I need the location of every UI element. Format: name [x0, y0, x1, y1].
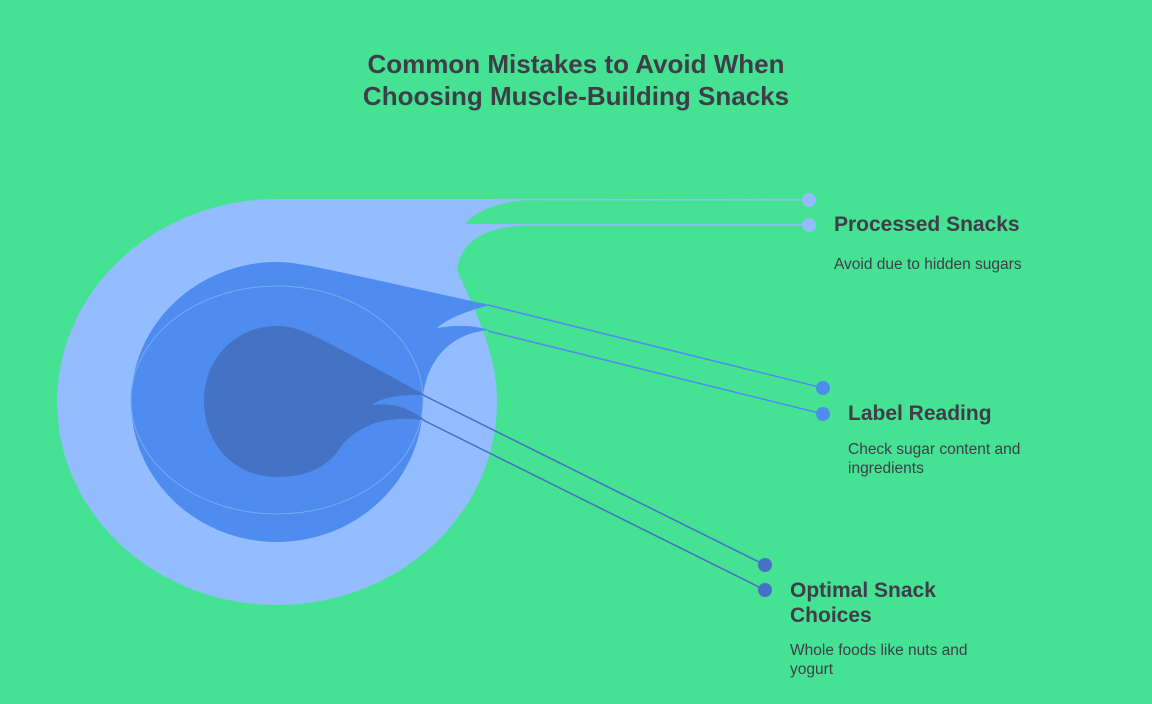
- connector-dot: [758, 558, 772, 572]
- connector-line: [487, 330, 824, 415]
- connector-line: [422, 419, 766, 591]
- connector-line: [422, 394, 766, 566]
- diagram-title: Common Mistakes to Avoid When Choosing M…: [0, 48, 1152, 112]
- item-label-processed-snacks: Processed Snacks: [834, 213, 1020, 236]
- title-line-1: Common Mistakes to Avoid When: [367, 49, 785, 79]
- item-desc-label-reading: Check sugar content and ingredients: [848, 441, 1021, 477]
- connector-dot: [816, 381, 830, 395]
- layer-optimal-snacks: [204, 326, 772, 597]
- connector-dot: [758, 583, 772, 597]
- connector-dot: [816, 407, 830, 421]
- inner-shape: [204, 326, 425, 477]
- connector-line: [487, 304, 824, 389]
- item-label-optimal-snack-choices: Optimal Snack Choices: [790, 579, 936, 627]
- connector-line: [499, 198, 810, 201]
- item-desc-processed-snacks: Avoid due to hidden sugars: [834, 256, 1022, 273]
- item-label-label-reading: Label Reading: [848, 402, 992, 425]
- item-desc-optimal-snack-choices: Whole foods like nuts and yogurt: [790, 642, 968, 678]
- connector-dot: [802, 218, 816, 232]
- middle-rim: [130, 285, 424, 515]
- title-line-2: Choosing Muscle-Building Snacks: [362, 81, 790, 111]
- connector-dot: [802, 193, 816, 207]
